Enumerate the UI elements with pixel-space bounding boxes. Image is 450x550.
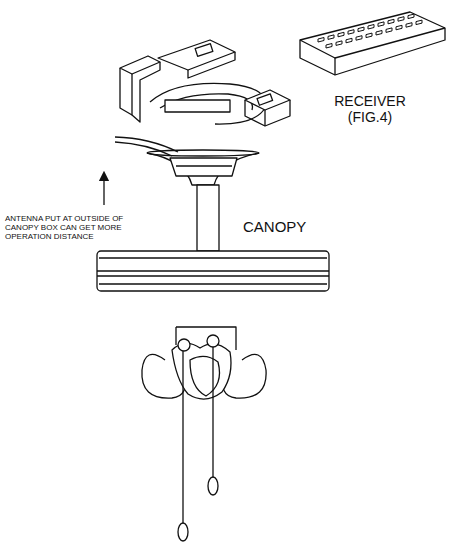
vent-slot — [366, 33, 372, 38]
vent-slot — [406, 23, 412, 28]
vent-slot — [386, 28, 392, 33]
vent-slot — [318, 38, 324, 43]
mounting-bracket — [120, 40, 290, 126]
vent-slot — [338, 32, 344, 37]
leader-arrow — [103, 176, 104, 205]
note-text: ANTENNA PUT AT OUTSIDE OF CANOPY BOX CAN… — [5, 214, 131, 242]
vent-slot — [356, 36, 362, 41]
canopy-bowl — [147, 150, 259, 185]
part-name: RECEIVER (FIG.4) — [322, 93, 418, 125]
vent-slot — [326, 44, 332, 49]
downrod — [197, 185, 219, 251]
vent-slot — [328, 35, 334, 40]
vent-slot — [358, 27, 364, 32]
receiver-box — [300, 12, 445, 75]
vent-slot — [336, 41, 342, 46]
vent-slot — [376, 31, 382, 36]
light-kit — [142, 327, 266, 399]
vent-slot — [408, 14, 414, 19]
motor-housing — [97, 251, 329, 291]
vent-slot — [396, 25, 402, 30]
vent-slot — [346, 38, 352, 43]
vent-slot — [378, 22, 384, 27]
vent-slot — [416, 20, 422, 25]
pull-chain — [178, 347, 218, 541]
part-name: CANOPY — [243, 218, 323, 235]
vent-slot — [348, 30, 354, 35]
vent-slot — [398, 17, 404, 22]
vent-slot — [368, 25, 374, 30]
vent-slot — [388, 19, 394, 24]
